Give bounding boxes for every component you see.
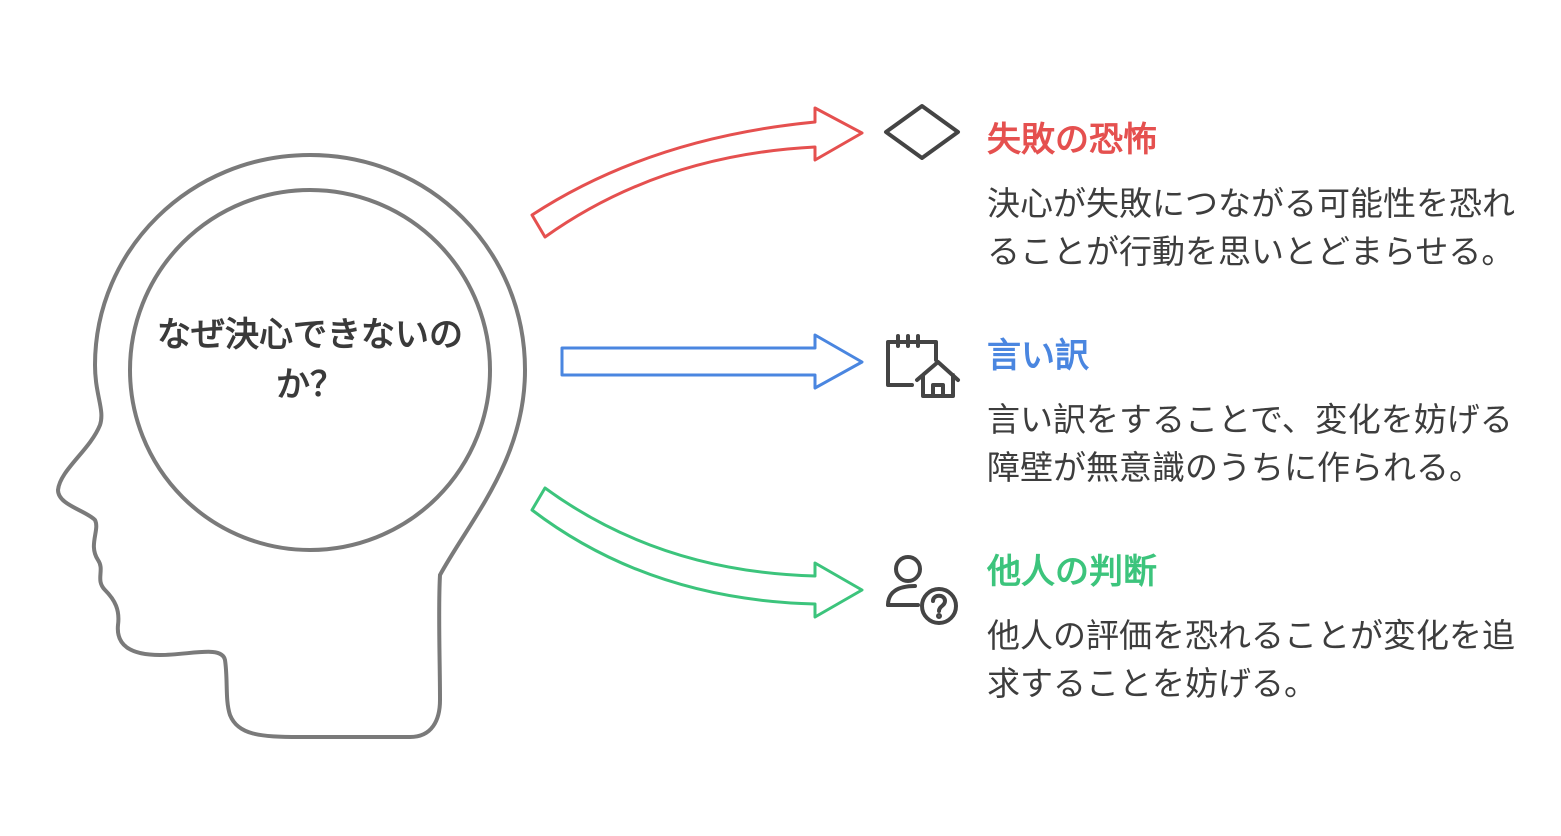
diamond-icon	[884, 104, 960, 160]
center-label: なぜ決心できないのか？	[157, 315, 463, 405]
item-title-others-judgment: 他人の判断	[987, 552, 1157, 592]
arrow-red	[530, 106, 864, 239]
user-question-icon	[886, 555, 958, 625]
item-text-excuses: 言い訳をすることで、変化を妨げる障壁が無意識のうちに作られる。	[987, 400, 1513, 487]
item-title-fear-of-failure: 失敗の恐怖	[987, 120, 1157, 160]
calendar-home-icon	[886, 334, 960, 398]
head-outline	[55, 152, 528, 739]
arrow-blue	[560, 333, 864, 390]
item-title-excuses: 言い訳	[987, 336, 1089, 376]
item-text-fear-of-failure: 決心が失敗につながる可能性を恐れることが行動を思いとどまらせる。	[987, 184, 1515, 271]
item-text-others-judgment: 他人の評価を恐れることが変化を追求することを妨げる。	[987, 616, 1515, 703]
arrow-green	[530, 486, 864, 619]
inner-circle	[128, 188, 492, 552]
